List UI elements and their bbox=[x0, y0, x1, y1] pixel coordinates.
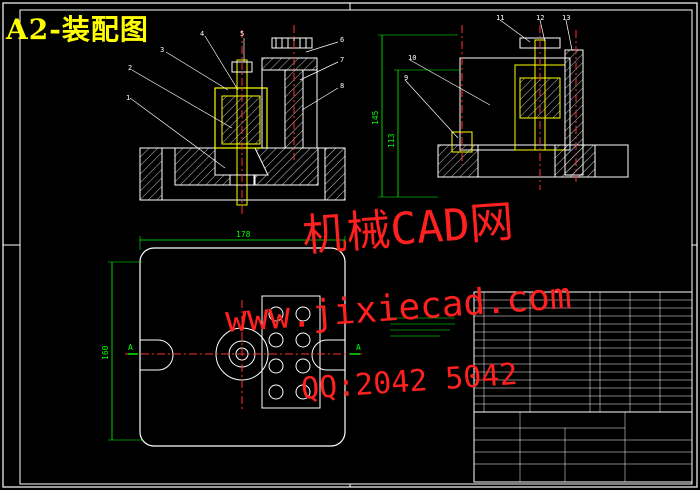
plan-view bbox=[108, 236, 365, 447]
part-labels: 1 2 3 4 5 6 7 8 9 10 11 12 13 bbox=[126, 14, 570, 102]
part-label: 12 bbox=[536, 14, 544, 22]
part-label: 4 bbox=[200, 30, 204, 38]
technical-notes bbox=[390, 317, 455, 337]
part-label: 9 bbox=[404, 74, 408, 82]
title-block bbox=[473, 411, 693, 483]
part-label: 1 bbox=[126, 94, 130, 102]
part-label: 6 bbox=[340, 36, 344, 44]
front-section-view bbox=[129, 25, 346, 215]
dim-depth-plan: 160 bbox=[101, 345, 110, 360]
section-mark-right: A bbox=[356, 343, 361, 352]
part-label: 3 bbox=[160, 46, 164, 54]
part-label: 11 bbox=[496, 14, 504, 22]
dim-width-plan: 178 bbox=[236, 230, 251, 239]
part-label: 8 bbox=[340, 82, 344, 90]
section-mark-left: A bbox=[128, 343, 133, 352]
dimension-labels: 145 113 178 160 A A bbox=[101, 110, 396, 360]
part-label: 13 bbox=[562, 14, 570, 22]
dim-height-total: 145 bbox=[371, 110, 380, 125]
dim-height-inner: 113 bbox=[387, 133, 396, 148]
drawing-title: A2-装配图 bbox=[6, 13, 149, 46]
side-section-view bbox=[378, 19, 629, 198]
part-label: 10 bbox=[408, 54, 416, 62]
part-label: 5 bbox=[240, 30, 244, 38]
part-label: 2 bbox=[128, 64, 132, 72]
parts-list bbox=[473, 291, 693, 413]
part-label: 7 bbox=[340, 56, 344, 64]
